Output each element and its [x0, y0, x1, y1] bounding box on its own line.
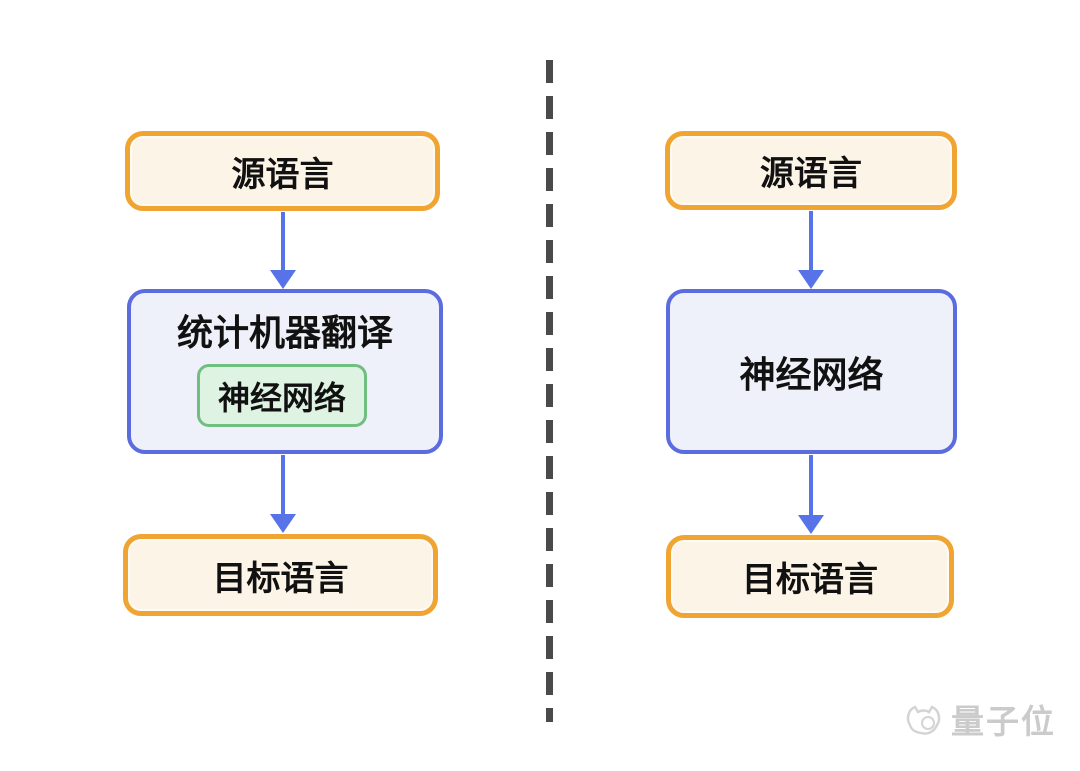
left-neural-network-component-label: 神经网络 [217, 379, 346, 416]
arrow-head [270, 514, 296, 533]
vertical-dashed-divider [546, 60, 553, 722]
left-target-language-label: 目标语言 [212, 559, 349, 598]
left-neural-network-component-box: 神经网络 [197, 364, 367, 427]
arrow-head [270, 270, 296, 289]
right-arrow-process-to-target-icon [798, 455, 824, 534]
arrow-shaft [281, 212, 285, 270]
right-target-language-box: 目标语言 [666, 535, 954, 618]
arrow-shaft [281, 455, 285, 514]
arrow-head [798, 270, 824, 289]
arrow-shaft [809, 211, 813, 270]
left-source-language-box: 源语言 [125, 131, 440, 211]
left-smt-process-title: 统计机器翻译 [176, 312, 393, 353]
left-source-language-label: 源语言 [231, 155, 334, 194]
right-neural-network-process-label: 神经网络 [739, 353, 884, 395]
qbitai-cat-logo-icon [903, 699, 943, 739]
left-arrow-process-to-target-icon [270, 455, 296, 533]
left-arrow-source-to-process-icon [270, 212, 296, 289]
right-source-language-label: 源语言 [760, 155, 862, 193]
right-neural-network-process-box: 神经网络 [666, 289, 957, 454]
arrow-shaft [809, 455, 813, 515]
right-arrow-source-to-process-icon [798, 211, 824, 289]
watermark-text: 量子位 [951, 703, 1056, 740]
arrow-head [798, 515, 824, 534]
right-source-language-box: 源语言 [665, 131, 957, 210]
watermark: 量子位 [903, 695, 1056, 743]
left-target-language-box: 目标语言 [123, 534, 438, 616]
right-target-language-label: 目标语言 [742, 561, 878, 599]
